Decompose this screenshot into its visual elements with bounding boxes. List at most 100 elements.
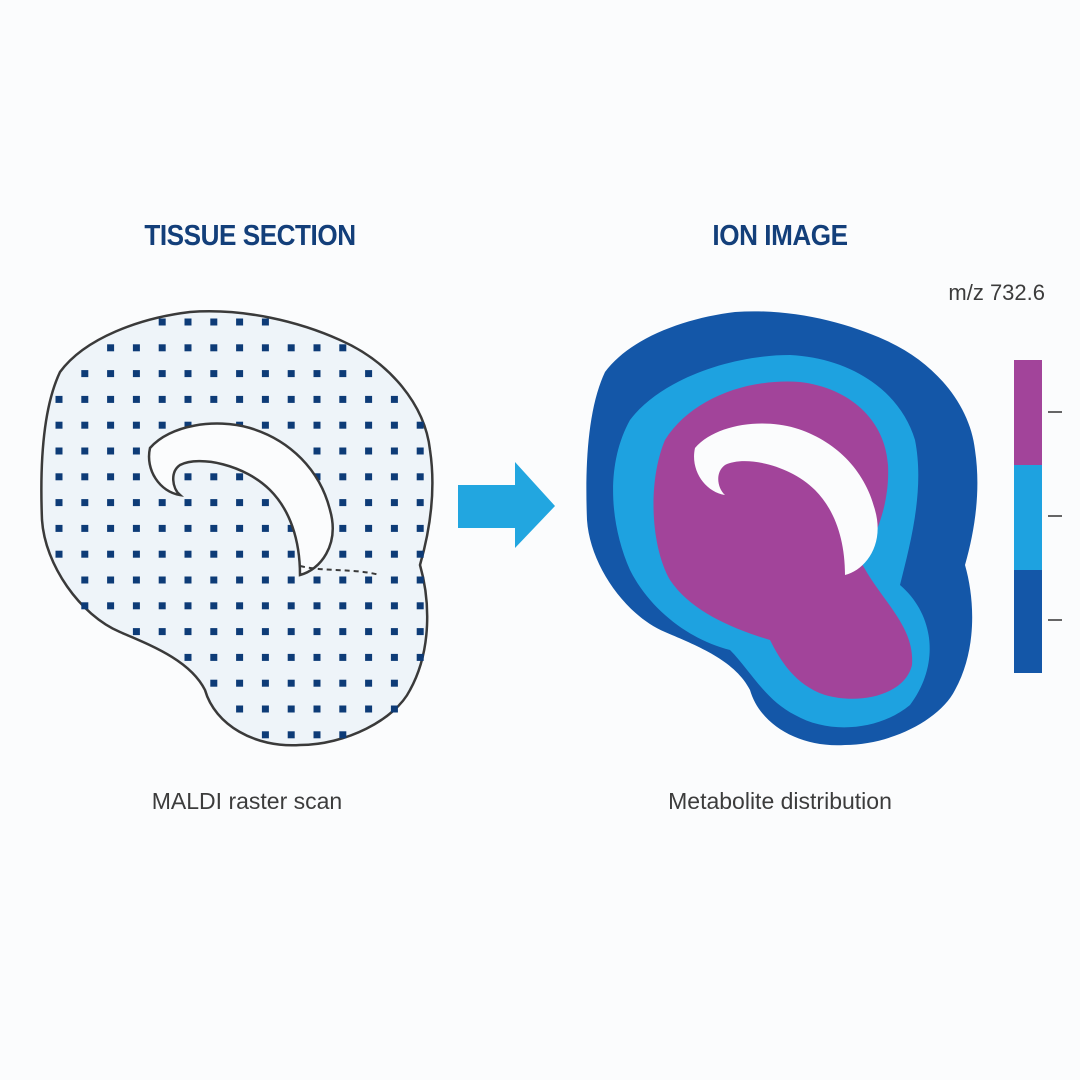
raster-spot xyxy=(339,524,347,532)
raster-spot xyxy=(55,395,63,403)
raster-spot xyxy=(313,576,321,584)
raster-spot xyxy=(390,705,398,713)
raster-spot xyxy=(236,679,244,687)
raster-spot xyxy=(261,499,269,507)
raster-spot xyxy=(261,602,269,610)
tissue-section xyxy=(40,310,434,747)
raster-spot xyxy=(81,421,89,429)
raster-spot xyxy=(365,395,373,403)
raster-spot xyxy=(339,679,347,687)
raster-spot xyxy=(339,550,347,558)
raster-spot xyxy=(261,679,269,687)
raster-spot xyxy=(107,395,115,403)
raster-spot xyxy=(81,602,89,610)
raster-spot xyxy=(158,318,166,326)
raster-spot xyxy=(236,370,244,378)
raster-spot xyxy=(416,628,424,636)
raster-spot xyxy=(210,499,218,507)
raster-spot xyxy=(365,421,373,429)
raster-spot xyxy=(81,473,89,481)
raster-spot xyxy=(261,628,269,636)
raster-spot xyxy=(81,524,89,532)
raster-spot xyxy=(132,576,140,584)
raster-spot xyxy=(287,524,295,532)
raster-spot xyxy=(390,447,398,455)
raster-spot xyxy=(390,524,398,532)
raster-spot xyxy=(132,370,140,378)
raster-spot xyxy=(236,628,244,636)
raster-spot xyxy=(81,550,89,558)
raster-spot xyxy=(339,370,347,378)
raster-spot xyxy=(132,524,140,532)
raster-spot xyxy=(184,628,192,636)
raster-spot xyxy=(158,602,166,610)
raster-spot xyxy=(339,705,347,713)
raster-spot xyxy=(287,344,295,352)
raster-spot xyxy=(210,524,218,532)
raster-spot xyxy=(132,421,140,429)
raster-spot xyxy=(184,576,192,584)
raster-spot xyxy=(313,421,321,429)
raster-spot xyxy=(287,421,295,429)
raster-spot xyxy=(339,602,347,610)
tissue-section-title: TISSUE SECTION xyxy=(144,220,356,252)
raster-spot xyxy=(261,370,269,378)
raster-spot xyxy=(339,499,347,507)
raster-spot xyxy=(287,602,295,610)
raster-spot xyxy=(261,344,269,352)
raster-spot xyxy=(107,524,115,532)
raster-spot xyxy=(261,576,269,584)
raster-spot xyxy=(365,653,373,661)
raster-spot xyxy=(55,524,63,532)
raster-spot xyxy=(339,473,347,481)
raster-spot xyxy=(210,576,218,584)
raster-spot xyxy=(365,473,373,481)
ion-image-title: ION IMAGE xyxy=(712,220,848,252)
raster-spot xyxy=(184,653,192,661)
raster-spot xyxy=(210,395,218,403)
ion-image-caption: Metabolite distribution xyxy=(668,788,892,814)
raster-spot xyxy=(158,524,166,532)
raster-spot xyxy=(158,370,166,378)
raster-spot xyxy=(365,550,373,558)
raster-spot xyxy=(313,628,321,636)
raster-spot xyxy=(261,653,269,661)
raster-spot xyxy=(261,421,269,429)
raster-spot xyxy=(365,447,373,455)
raster-spot xyxy=(81,499,89,507)
raster-spot xyxy=(158,576,166,584)
color-scale-bar xyxy=(1014,360,1062,673)
raster-spot xyxy=(210,318,218,326)
raster-spot xyxy=(416,550,424,558)
raster-spot xyxy=(365,628,373,636)
tissue-crack xyxy=(299,565,381,576)
raster-spot xyxy=(132,550,140,558)
raster-spot xyxy=(365,576,373,584)
raster-spot xyxy=(261,318,269,326)
raster-spot xyxy=(390,421,398,429)
raster-spot xyxy=(261,524,269,532)
raster-spot xyxy=(107,447,115,455)
raster-spot xyxy=(107,473,115,481)
raster-spot xyxy=(313,731,321,739)
raster-grid xyxy=(55,318,424,739)
raster-spot xyxy=(261,705,269,713)
raster-spot xyxy=(132,447,140,455)
raster-spot xyxy=(236,344,244,352)
raster-spot xyxy=(365,499,373,507)
raster-spot xyxy=(390,628,398,636)
raster-spot xyxy=(132,344,140,352)
raster-spot xyxy=(107,344,115,352)
raster-spot xyxy=(313,705,321,713)
raster-spot xyxy=(261,550,269,558)
raster-spot xyxy=(81,447,89,455)
raster-spot xyxy=(261,395,269,403)
raster-spot xyxy=(236,576,244,584)
color-scale-high xyxy=(1014,360,1042,465)
raster-spot xyxy=(236,653,244,661)
raster-spot xyxy=(313,344,321,352)
arrow-right-icon xyxy=(458,462,555,548)
raster-spot xyxy=(158,499,166,507)
raster-spot xyxy=(261,731,269,739)
raster-spot xyxy=(210,370,218,378)
